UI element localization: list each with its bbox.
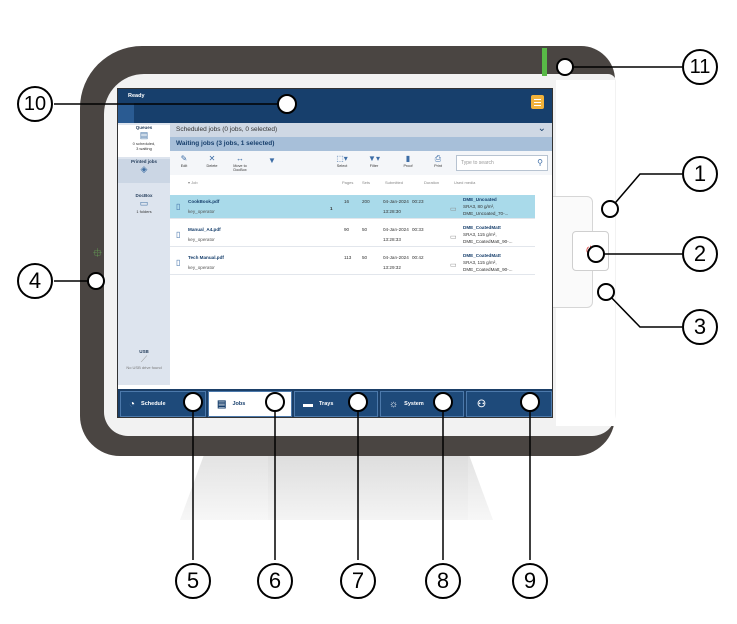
callout-7: 7 bbox=[340, 563, 376, 599]
printer-icon: ▤ bbox=[139, 130, 149, 140]
search-icon: ⚲ bbox=[537, 158, 543, 167]
scheduled-jobs-title: Scheduled jobs (0 jobs, 0 selected) bbox=[176, 126, 278, 133]
callout-9: 9 bbox=[512, 563, 548, 599]
filter-button[interactable]: ▼▾ Filter bbox=[362, 154, 386, 168]
job-list-area: Scheduled jobs (0 jobs, 0 selected) ⌄ Wa… bbox=[170, 123, 552, 385]
media-icon: ▭ bbox=[450, 206, 457, 213]
media-icon: ▭ bbox=[450, 234, 457, 241]
usb-icon: ⯐ bbox=[93, 246, 103, 260]
gear-icon: ☼ bbox=[389, 398, 399, 410]
table-row[interactable]: ▯ Tech Manual.pdf key_operator 113 50 04… bbox=[170, 251, 535, 275]
sidebar-item-label: Queues bbox=[135, 125, 153, 130]
column-header-pages[interactable]: Pages bbox=[342, 180, 354, 185]
table-row[interactable]: ▯ CookBook.pdf key_operator 16 1 200 04-… bbox=[170, 195, 535, 219]
callout-10: 10 bbox=[17, 86, 53, 122]
callout-2: 2 bbox=[682, 236, 718, 272]
pencil-icon: ✎ bbox=[180, 154, 188, 163]
sidebar-item-info: 0 scheduled, bbox=[132, 141, 156, 146]
sidebar: Queues ▤ 0 scheduled, 3 waiting Printed … bbox=[118, 123, 170, 385]
proof-button[interactable]: ▮ Proof bbox=[396, 154, 420, 168]
waiting-jobs-title: Waiting jobs (3 jobs, 1 selected) bbox=[176, 140, 275, 147]
schedule-icon: ◔ bbox=[129, 398, 136, 410]
search-input[interactable]: Type to search ⚲ bbox=[456, 155, 548, 171]
sidebar-item-label: Printed jobs bbox=[130, 159, 157, 164]
sidebar-item-label: USB bbox=[139, 349, 149, 354]
move-to-docbox-button[interactable]: ↔ Move to DocBox bbox=[228, 154, 252, 172]
select-button[interactable]: ⬚▾ Select bbox=[330, 154, 354, 168]
document-icon: ▯ bbox=[176, 202, 181, 211]
callout-11: 11 bbox=[682, 49, 718, 85]
job-toolbar: ✎ Edit ✕ Delete ↔ Move to DocBox ▼ ⬚▾ Se… bbox=[170, 151, 552, 175]
callout-1: 1 bbox=[682, 156, 718, 192]
column-header-sets[interactable]: Sets bbox=[362, 180, 371, 185]
sidebar-item-usb[interactable]: USB ⟋ No USB drive found bbox=[118, 349, 170, 383]
sidebar-item-queues[interactable]: Queues ▤ 0 scheduled, 3 waiting bbox=[118, 125, 170, 157]
select-icon: ⬚▾ bbox=[336, 154, 348, 163]
user-icon: ⚇ bbox=[477, 398, 486, 410]
sidebar-item-info: 1 folders bbox=[136, 209, 152, 214]
delete-button[interactable]: ✕ Delete bbox=[200, 154, 224, 168]
scheduled-jobs-header[interactable]: Scheduled jobs (0 jobs, 0 selected) ⌄ bbox=[170, 123, 552, 137]
media-icon: ▭ bbox=[450, 262, 457, 269]
move-icon: ↔ bbox=[236, 154, 244, 163]
table-row[interactable]: ▯ Manual_A4.pdf key_operator 90 50 04-Ja… bbox=[170, 223, 535, 247]
sidebar-item-info: No USB drive found bbox=[126, 365, 162, 370]
chevron-down-icon[interactable]: ⌄ bbox=[537, 123, 546, 134]
sidebar-item-docbox[interactable]: DocBox ▭ 1 folders bbox=[118, 193, 170, 223]
callout-6: 6 bbox=[257, 563, 293, 599]
waiting-jobs-header[interactable]: Waiting jobs (3 jobs, 1 selected) bbox=[170, 137, 552, 151]
status-text: Ready bbox=[128, 93, 145, 99]
dashboard-bar[interactable]: Ready bbox=[118, 89, 552, 123]
document-icon: ▯ bbox=[176, 230, 181, 239]
usb-drive-icon: ⟋ bbox=[140, 354, 148, 364]
callout-5: 5 bbox=[175, 563, 211, 599]
edit-button[interactable]: ✎ Edit bbox=[172, 154, 196, 168]
column-header-submitted[interactable]: Submitted bbox=[385, 180, 404, 185]
callout-3: 3 bbox=[682, 309, 718, 345]
trays-icon: ▬ bbox=[303, 398, 313, 410]
column-header-media[interactable]: Used media bbox=[454, 180, 476, 185]
dashboard-corner bbox=[118, 103, 134, 123]
filter-icon: ▼▾ bbox=[368, 154, 380, 163]
proof-icon: ▮ bbox=[405, 154, 411, 163]
tab-trays[interactable]: ▬ Trays bbox=[294, 391, 378, 417]
status-led bbox=[542, 48, 547, 76]
printed-jobs-icon: ◈ bbox=[140, 164, 148, 174]
close-icon: ✕ bbox=[208, 154, 216, 163]
menu-icon[interactable] bbox=[531, 95, 544, 109]
callout-4: 4 bbox=[17, 263, 53, 299]
document-icon: ▯ bbox=[176, 258, 181, 267]
print-button[interactable]: ⎙ Print bbox=[426, 154, 450, 168]
column-headers: ▾ Job Pages Sets Submitted Duration Used… bbox=[170, 177, 552, 189]
printer-icon: ⎙ bbox=[434, 154, 442, 163]
callout-8: 8 bbox=[425, 563, 461, 599]
sidebar-item-info: 3 waiting bbox=[136, 146, 152, 151]
more-actions-button[interactable]: ▼ bbox=[260, 156, 284, 166]
column-header-job[interactable]: ▾ Job bbox=[188, 180, 198, 185]
sidebar-item-printed-jobs[interactable]: Printed jobs ◈ bbox=[118, 159, 170, 183]
column-header-duration[interactable]: Duration bbox=[424, 180, 440, 185]
jobs-icon: ▤ bbox=[217, 398, 227, 410]
sidebar-item-label: DocBox bbox=[135, 193, 153, 198]
folder-icon: ▭ bbox=[139, 198, 149, 208]
caret-down-icon: ▼ bbox=[268, 156, 276, 165]
touch-screen: Ready Queues ▤ 0 scheduled, 3 waiting Pr… bbox=[117, 88, 553, 418]
